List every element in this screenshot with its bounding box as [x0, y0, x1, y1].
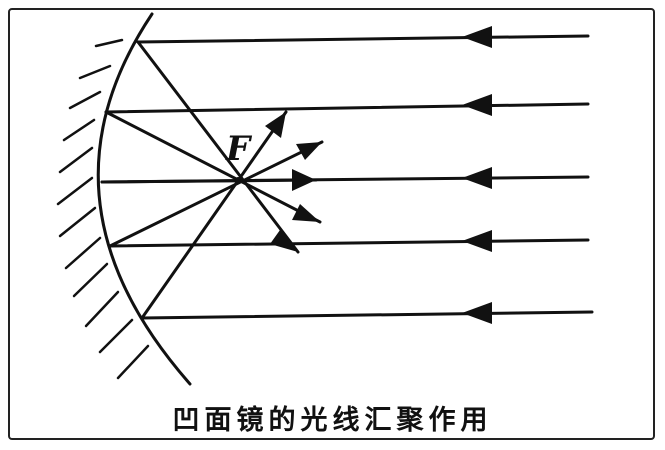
mirror-hatching — [56, 38, 150, 380]
incident-arrowheads — [462, 26, 492, 324]
diagram-caption: 凹面镜的光线汇聚作用 — [172, 405, 493, 436]
arrow-icon — [462, 167, 492, 189]
arrow-icon — [270, 230, 298, 252]
arrow-icon — [265, 112, 286, 138]
reflected-ray-4 — [108, 140, 324, 248]
focus-label: F — [225, 129, 253, 169]
arrow-icon — [462, 230, 492, 252]
reflected-ray-2 — [104, 110, 322, 224]
reflected-ray-5 — [140, 110, 288, 320]
arrow-icon — [292, 169, 316, 191]
reflected-arrowheads — [265, 112, 322, 252]
incident-ray-2 — [104, 102, 590, 114]
arrow-icon — [462, 26, 492, 48]
arrow-icon — [296, 142, 322, 160]
reflected-ray-1 — [136, 40, 300, 254]
arrow-icon — [462, 302, 492, 324]
incident-ray-4 — [108, 238, 590, 248]
reflected-ray-3 — [100, 178, 318, 184]
arrow-icon — [292, 204, 320, 222]
reflected-rays — [100, 40, 324, 320]
incident-ray-1 — [136, 34, 590, 44]
incident-rays — [100, 34, 594, 320]
incident-ray-5 — [140, 310, 594, 320]
concave-mirror-curve — [96, 12, 192, 386]
arrow-icon — [462, 94, 492, 116]
focus-point — [235, 177, 241, 183]
